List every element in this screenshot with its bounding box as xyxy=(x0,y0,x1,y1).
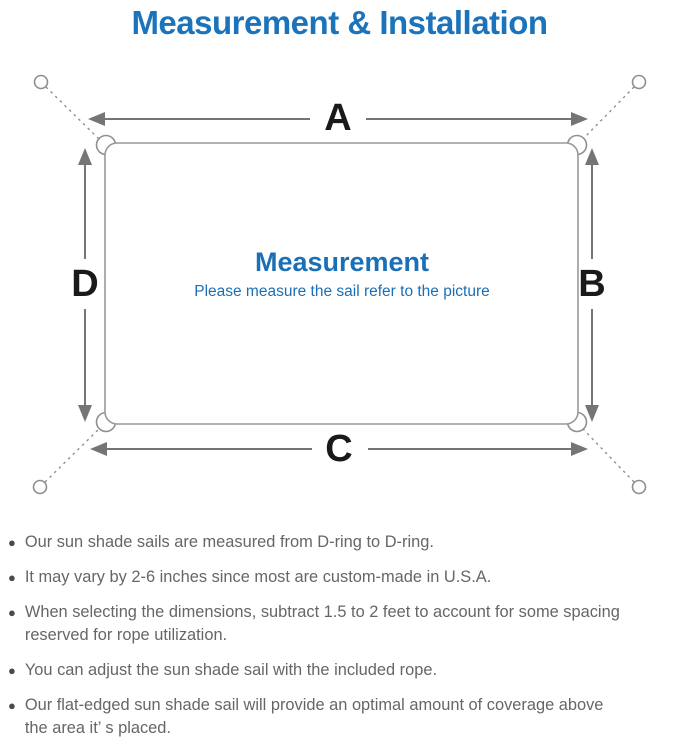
arrowhead-up-icon xyxy=(78,148,92,165)
rope-dashed-line-top-left xyxy=(45,86,101,141)
anchor-point-icon xyxy=(631,74,647,90)
dimension-label-b: B xyxy=(578,263,605,305)
note-text: It may vary by 2-6 inches since most are… xyxy=(24,568,492,586)
anchor-point-icon xyxy=(33,74,49,90)
sail-rectangle xyxy=(104,142,579,425)
note-text: You can adjust the sun shade sail with t… xyxy=(24,661,438,679)
rope-dashed-line-bottom-left xyxy=(44,427,101,483)
note-text: When selecting the dimensions, subtract … xyxy=(24,603,620,644)
arrowhead-left-icon xyxy=(90,442,107,456)
measurement-diagram: A C D B Measurement Please measure the s… xyxy=(0,59,679,519)
bullet-icon: ● xyxy=(8,698,16,713)
note-item: ● You can adjust the sun shade sail with… xyxy=(8,659,671,682)
note-text: Our flat-edged sun shade sail will provi… xyxy=(24,696,604,737)
page-title: Measurement & Installation xyxy=(131,4,548,41)
arrowhead-right-icon xyxy=(571,112,588,126)
arrowhead-down-icon xyxy=(78,405,92,422)
dimension-label-c: C xyxy=(325,428,352,470)
arrowhead-right-icon xyxy=(571,442,588,456)
note-item: ● It may vary by 2-6 inches since most a… xyxy=(8,566,671,589)
diagram-center-heading: Measurement xyxy=(255,247,429,277)
rope-dashed-line-top-right xyxy=(581,86,635,141)
arrowhead-left-icon xyxy=(88,112,105,126)
rope-dashed-line-bottom-right xyxy=(581,427,635,483)
notes-list: ● Our sun shade sails are measured from … xyxy=(8,531,671,752)
arrowhead-down-icon xyxy=(585,405,599,422)
dimension-label-d: D xyxy=(71,263,98,305)
anchor-point-icon xyxy=(32,479,48,495)
bullet-icon: ● xyxy=(8,605,16,620)
dimension-label-a: A xyxy=(324,97,351,139)
note-text: Our sun shade sails are measured from D-… xyxy=(24,533,434,551)
note-item: ● Our flat-edged sun shade sail will pro… xyxy=(8,694,671,740)
sail-diagram-svg: A C D B Measurement Please measure the s… xyxy=(32,74,647,495)
bullet-icon: ● xyxy=(8,570,16,585)
note-item: ● Our sun shade sails are measured from … xyxy=(8,531,671,554)
diagram-center-subheading: Please measure the sail refer to the pic… xyxy=(194,283,490,300)
note-item: ● When selecting the dimensions, subtrac… xyxy=(8,601,671,647)
anchor-point-icon xyxy=(631,479,647,495)
bullet-icon: ● xyxy=(8,535,16,550)
arrowhead-up-icon xyxy=(585,148,599,165)
bullet-icon: ● xyxy=(8,663,16,678)
